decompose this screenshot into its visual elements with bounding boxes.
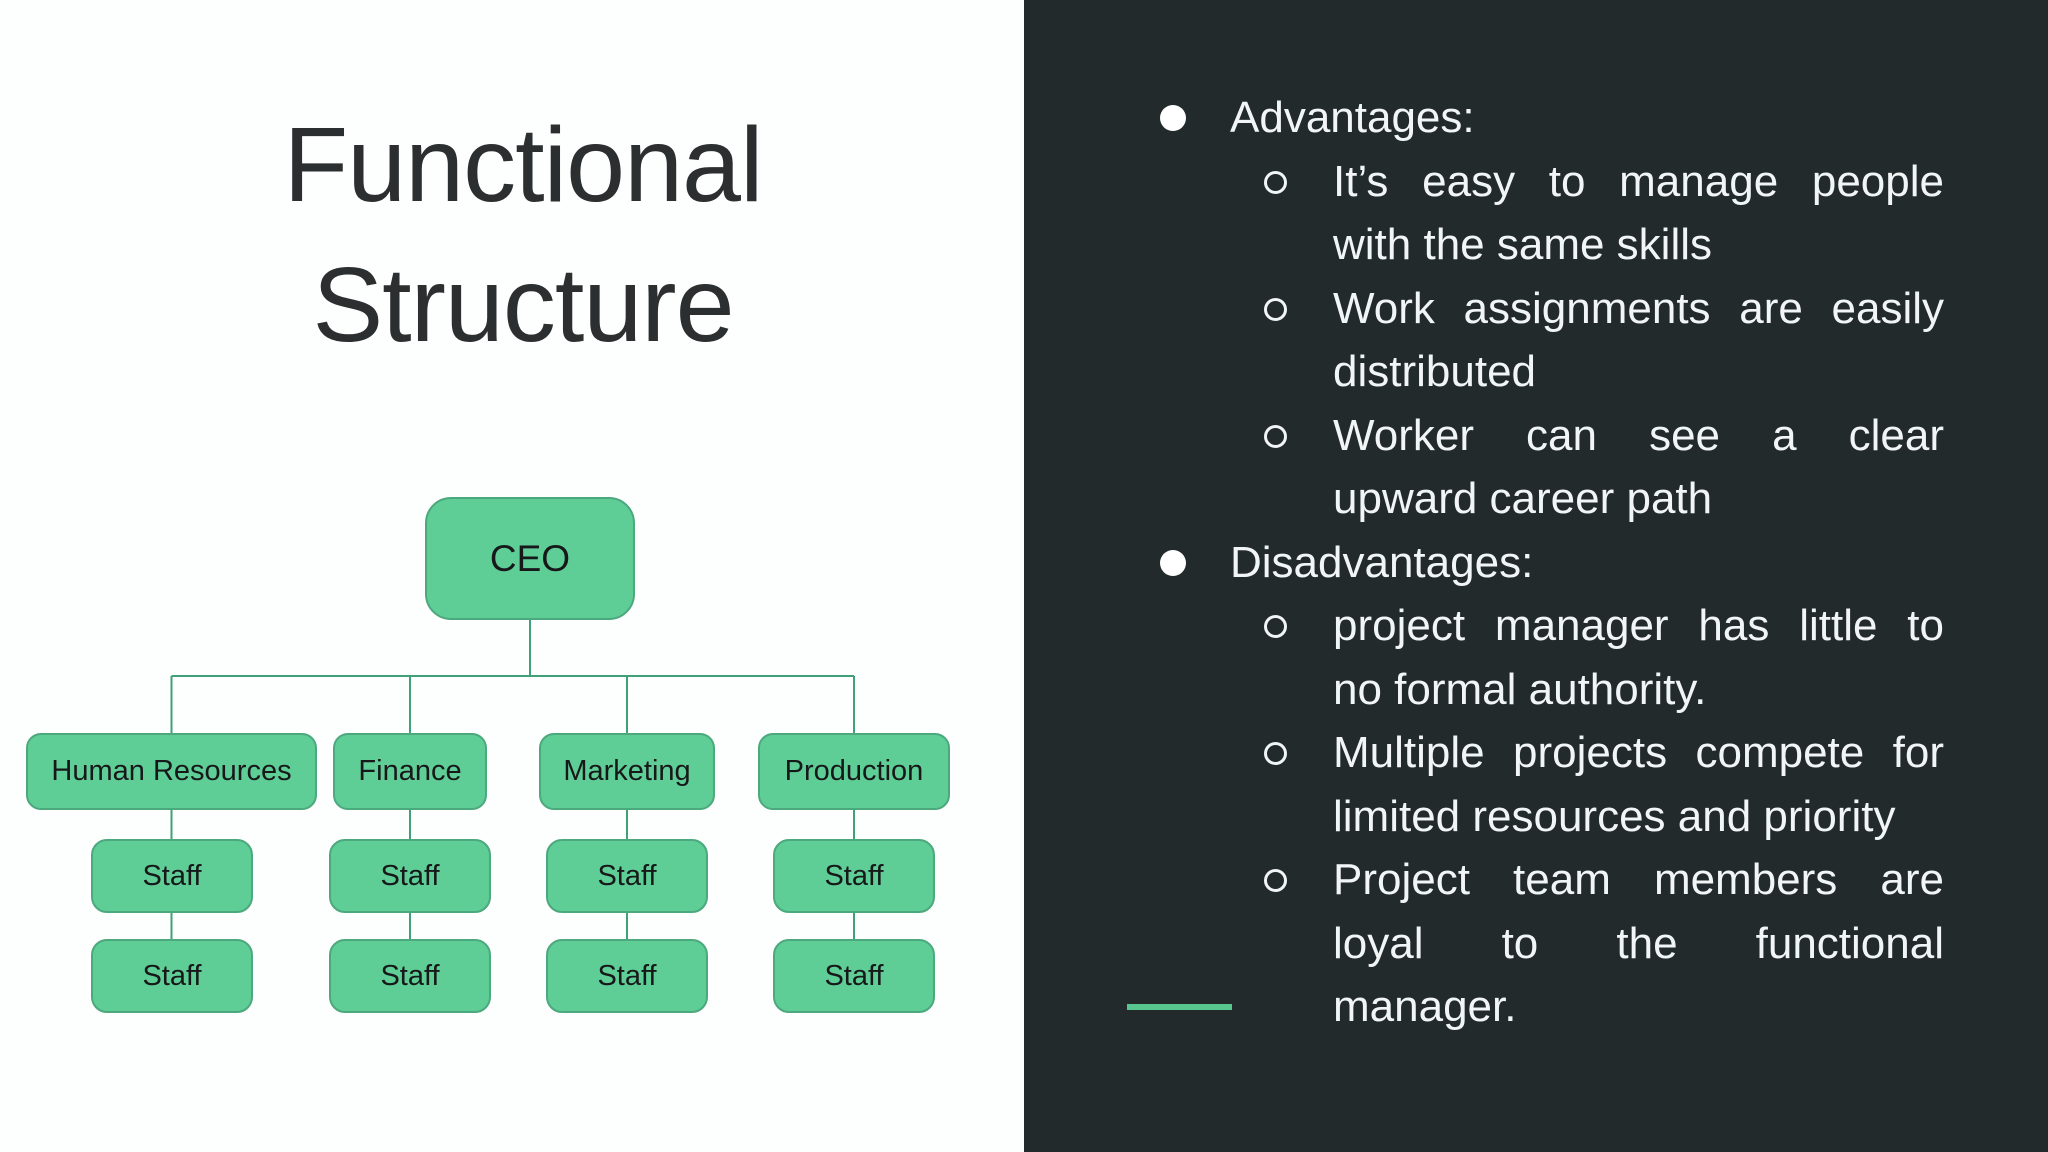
org-node-staff: Staff (91, 939, 253, 1013)
sub-bullet-line: Multiple projects compete for (1333, 728, 1944, 777)
green-accent-line (1127, 1004, 1232, 1010)
hollow-bullet-icon (1264, 615, 1287, 638)
org-node-staff: Staff (773, 939, 935, 1013)
hollow-bullet-icon (1264, 297, 1287, 321)
bullet-group-disadvantages: Disadvantages: project manager has littl… (1158, 531, 1944, 1039)
sub-bullet-line: with the same skills (1333, 220, 1713, 269)
sub-bullet-line: upward career path (1333, 474, 1713, 523)
slide-title-line2: Structure (312, 246, 734, 364)
bullet-label: Disadvantages: (1230, 537, 1534, 587)
sub-bullet-line: Worker can see a clear (1333, 410, 1944, 460)
sub-bullet-line: distributed (1333, 347, 1537, 396)
org-chart-connectors (170, 620, 855, 939)
org-node-marketing: Marketing (539, 733, 715, 810)
hollow-bullet-icon (1264, 742, 1287, 765)
sub-bullet-item: project manager has little to no formal … (1230, 594, 1944, 721)
sub-bullet-line: Work assignments are easily (1333, 283, 1944, 333)
slide-title: Functional Structure (23, 95, 1023, 375)
org-node-staff: Staff (546, 839, 708, 913)
bullet-group-advantages: Advantages: It’s easy to manage people w… (1158, 86, 1944, 531)
sub-bullet-item: Work assignments are easily distributed (1230, 277, 1944, 404)
sub-bullet-line: loyal to the functional (1333, 918, 1944, 968)
sub-bullet-line: limited resources and priority (1333, 791, 1896, 841)
hollow-bullet-icon (1264, 869, 1287, 892)
slide-title-line1: Functional (283, 106, 763, 224)
filled-bullet-icon (1160, 105, 1186, 131)
org-node-ceo: CEO (425, 497, 635, 620)
sub-bullet-line: Project team members are (1333, 855, 1944, 904)
left-panel: Functional Structure CEO Human Resources… (0, 0, 1024, 1152)
hollow-bullet-icon (1264, 170, 1287, 194)
sub-bullet-line: project manager has little to (1333, 601, 1944, 650)
org-node-staff: Staff (329, 939, 491, 1013)
sub-bullet-line: no formal authority. (1333, 664, 1707, 714)
sub-bullet-line: manager. (1333, 982, 1517, 1031)
org-node-finance: Finance (333, 733, 487, 810)
org-node-staff: Staff (91, 839, 253, 913)
org-node-staff: Staff (546, 939, 708, 1013)
sub-bullet-item: Project team members are loyal to the fu… (1230, 848, 1944, 1039)
org-node-production: Production (758, 733, 950, 810)
right-panel (1024, 0, 2048, 1152)
bullet-list: Advantages: It’s easy to manage people w… (1158, 86, 1944, 1039)
org-node-staff: Staff (773, 839, 935, 913)
filled-bullet-icon (1160, 549, 1186, 576)
bullet-label: Advantages: (1230, 93, 1475, 142)
sub-bullet-item: Multiple projects compete for limited re… (1230, 721, 1944, 848)
hollow-bullet-icon (1264, 424, 1287, 448)
sub-bullet-item: Worker can see a clear upward career pat… (1230, 404, 1944, 531)
sub-bullet-line: It’s easy to manage people (1333, 156, 1944, 206)
org-node-human-resources: Human Resources (26, 733, 317, 810)
sub-bullet-item: It’s easy to manage people with the same… (1230, 150, 1944, 277)
org-node-staff: Staff (329, 839, 491, 913)
